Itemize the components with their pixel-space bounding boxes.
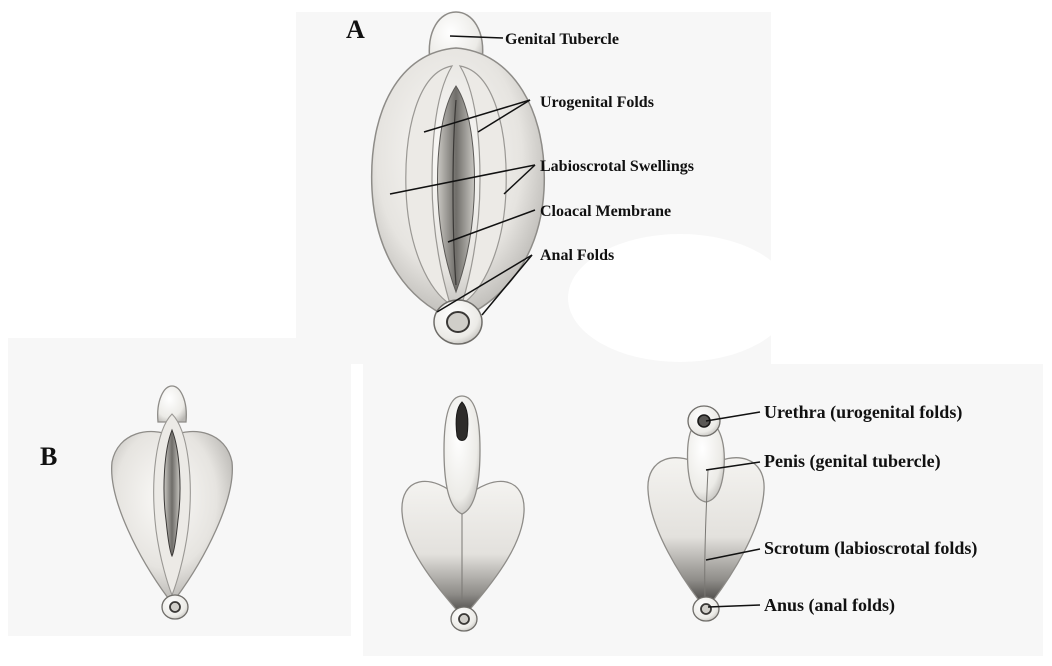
label-scrotum: Scrotum (labioscrotal folds) — [764, 538, 977, 559]
stage-1-anal-inner — [170, 602, 180, 612]
label-genital-tubercle: Genital Tubercle — [505, 31, 619, 48]
label-anus: Anus (anal folds) — [764, 595, 895, 616]
anal-folds-inner — [447, 312, 469, 332]
panel-b-letter: B — [40, 442, 57, 471]
label-labioscrotal-swellings: Labioscrotal Swellings — [540, 158, 694, 175]
stage-2-urethral-groove — [456, 402, 468, 441]
label-anal-folds: Anal Folds — [540, 247, 614, 264]
label-cloacal-membrane: Cloacal Membrane — [540, 203, 671, 220]
stage-2-anal-inner — [459, 614, 469, 624]
label-urethra: Urethra (urogenital folds) — [764, 402, 962, 423]
panel-a-letter: A — [346, 15, 365, 44]
stage-3-anal-inner — [701, 604, 711, 614]
label-penis: Penis (genital tubercle) — [764, 451, 941, 472]
label-urogenital-folds: Urogenital Folds — [540, 94, 654, 111]
